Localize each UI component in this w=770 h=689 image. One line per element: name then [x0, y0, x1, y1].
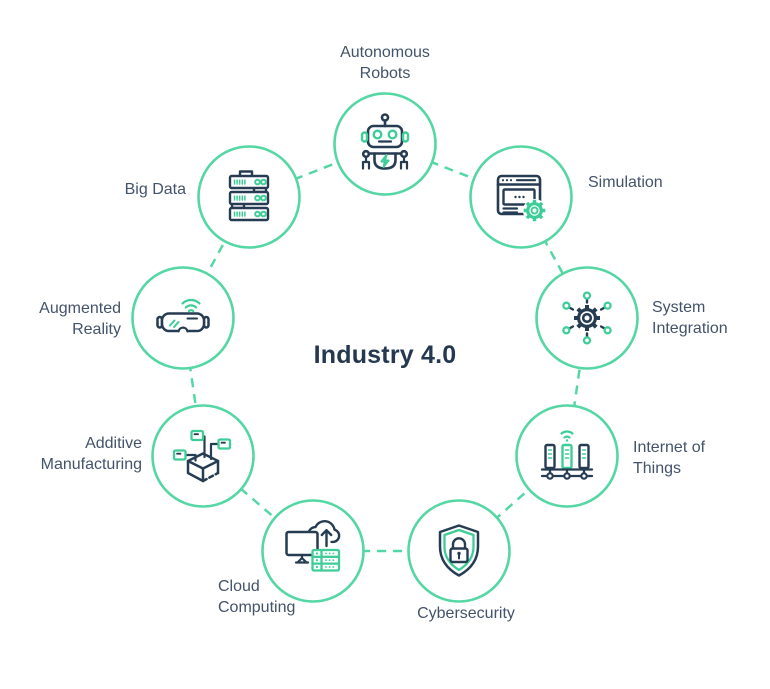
gear-network-icon — [535, 266, 639, 370]
label-autonomous-robots: Autonomous Robots — [340, 44, 430, 82]
node-cybersecurity — [405, 497, 513, 605]
server-stack-icon — [197, 145, 301, 249]
connected-servers-wifi-icon — [515, 404, 619, 508]
open-box-tags-icon — [151, 404, 255, 508]
browser-gear-icon — [469, 145, 573, 249]
shield-lock-icon — [407, 499, 511, 603]
node-internet-of-things — [513, 402, 621, 510]
monitor-cloud-upload-icon — [261, 499, 365, 603]
label-simulation: Simulation — [588, 174, 663, 191]
node-additive-manufacturing — [149, 402, 257, 510]
node-augmented-reality — [129, 264, 237, 372]
page-title: Industry 4.0 — [313, 341, 457, 369]
node-simulation — [467, 143, 575, 251]
label-additive-manufacturing: Additive Manufacturing — [40, 435, 142, 473]
label-big-data: Big Data — [124, 181, 186, 198]
node-system-integration — [533, 264, 641, 372]
node-big-data — [195, 143, 303, 251]
node-autonomous-robots — [331, 90, 439, 198]
label-system-integration: System Integration — [652, 299, 728, 337]
robot-icon — [333, 92, 437, 196]
connector-line — [181, 142, 589, 553]
node-cloud-computing — [259, 497, 367, 605]
vr-headset-wifi-icon — [131, 266, 235, 370]
label-augmented-reality: Augmented Reality — [39, 300, 121, 338]
label-cybersecurity: Cybersecurity — [417, 605, 515, 622]
label-cloud-computing: Cloud Computing — [218, 578, 296, 616]
label-internet-of-things: Internet of Things — [633, 439, 706, 477]
